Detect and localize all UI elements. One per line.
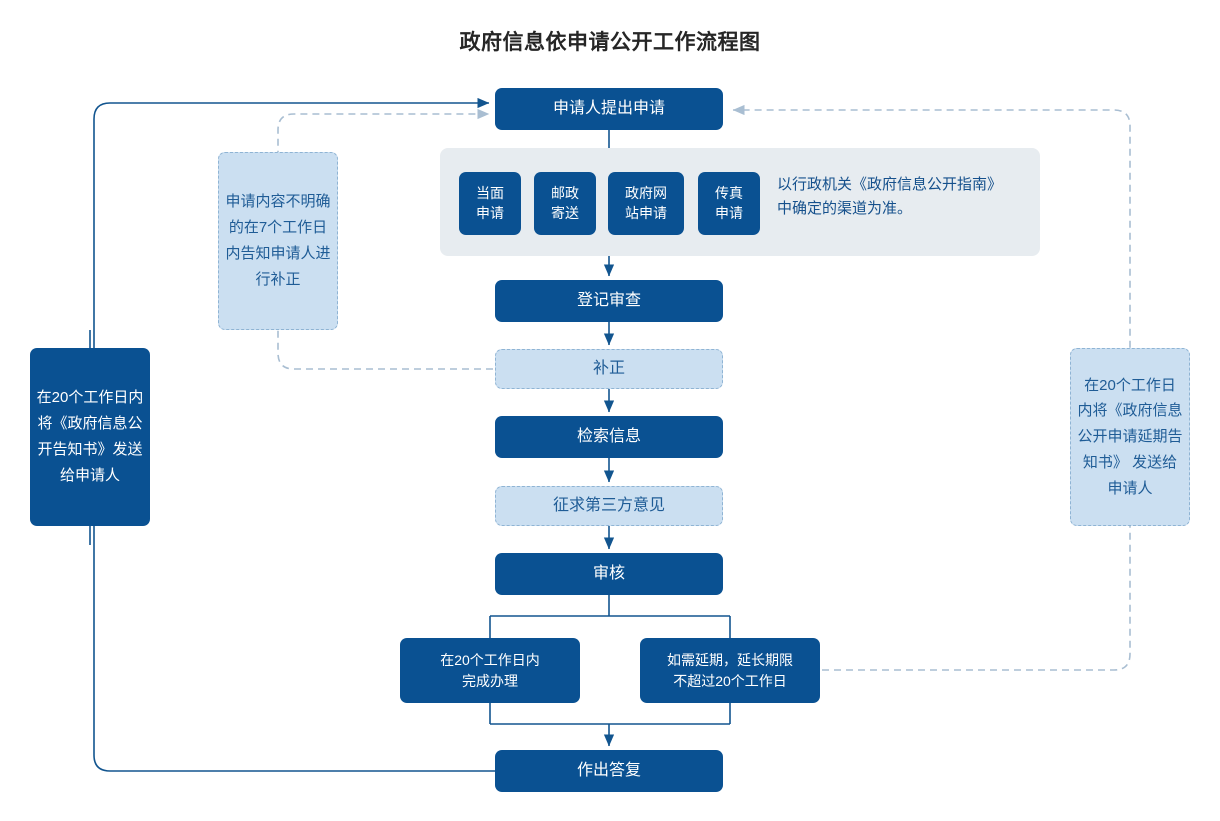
node-channel-in-person-line1: 当面 — [476, 185, 504, 202]
page-title: 政府信息依申请公开工作流程图 — [459, 31, 761, 54]
node-register-review[interactable]: 登记审查 — [495, 280, 723, 322]
node-supplement[interactable]: 补正 — [495, 349, 723, 389]
node-channel-postal-line1: 邮政 — [551, 185, 579, 202]
node-retrieve-information-label: 检索信息 — [576, 428, 641, 446]
node-third-party-opinion-label: 征求第三方意见 — [552, 497, 665, 515]
node-audit-label: 审核 — [592, 565, 625, 583]
note-supplement-correction-text: 申请内容不明确的在7个工作日内告知申请人进行补正 — [225, 193, 331, 288]
note-extension-notice[interactable]: 在20个工作日内将《政府信息公开申请延期告知书》 发送给申请人 — [1070, 348, 1190, 526]
node-apply[interactable]: 申请人提出申请 — [495, 88, 723, 130]
channels-panel-note: 以行政机关《政府信息公开指南》 中确定的渠道为准。 — [777, 173, 1037, 222]
node-extension-limit-line2: 不超过20个工作日 — [673, 672, 787, 689]
node-complete-within-20-days[interactable]: 在20个工作日内 完成办理 — [400, 638, 580, 703]
note-disclosure-notice-text: 在20个工作日内将《政府信息公开告知书》发送给申请人 — [36, 389, 144, 484]
node-channel-fax[interactable]: 传真 申请 — [698, 172, 760, 235]
node-channel-postal-line2: 寄送 — [551, 204, 579, 221]
node-make-reply[interactable]: 作出答复 — [495, 750, 723, 792]
node-make-reply-label: 作出答复 — [576, 762, 641, 780]
node-apply-label: 申请人提出申请 — [552, 100, 665, 118]
node-channel-website-line1: 政府网 — [625, 185, 667, 202]
channels-panel-note-line2: 中确定的渠道为准。 — [777, 200, 913, 218]
note-extension-notice-text: 在20个工作日内将《政府信息公开申请延期告知书》 发送给申请人 — [1077, 376, 1183, 497]
node-retrieve-information[interactable]: 检索信息 — [495, 416, 723, 458]
note-supplement-correction[interactable]: 申请内容不明确的在7个工作日内告知申请人进行补正 — [218, 152, 338, 330]
channels-panel-note-line1: 以行政机关《政府信息公开指南》 — [777, 176, 1003, 193]
node-complete-within-20-days-line1: 在20个工作日内 — [440, 652, 540, 669]
node-channel-website[interactable]: 政府网 站申请 — [608, 172, 684, 235]
node-channel-in-person[interactable]: 当面 申请 — [459, 172, 521, 235]
node-register-review-label: 登记审查 — [576, 292, 641, 310]
node-extension-limit[interactable]: 如需延期，延长期限 不超过20个工作日 — [640, 638, 820, 703]
node-extension-limit-line1: 如需延期，延长期限 — [667, 652, 793, 669]
node-channel-fax-line2: 申请 — [715, 204, 743, 221]
note-disclosure-notice[interactable]: 在20个工作日内将《政府信息公开告知书》发送给申请人 — [30, 348, 150, 526]
node-complete-within-20-days-line2: 完成办理 — [462, 672, 518, 689]
node-supplement-label: 补正 — [592, 360, 625, 378]
node-audit[interactable]: 审核 — [495, 553, 723, 595]
node-channel-postal[interactable]: 邮政 寄送 — [534, 172, 596, 235]
node-channel-fax-line1: 传真 — [715, 185, 743, 202]
node-channel-website-line2: 站申请 — [625, 204, 667, 221]
node-channel-in-person-line2: 申请 — [476, 204, 504, 221]
node-third-party-opinion[interactable]: 征求第三方意见 — [495, 486, 723, 526]
